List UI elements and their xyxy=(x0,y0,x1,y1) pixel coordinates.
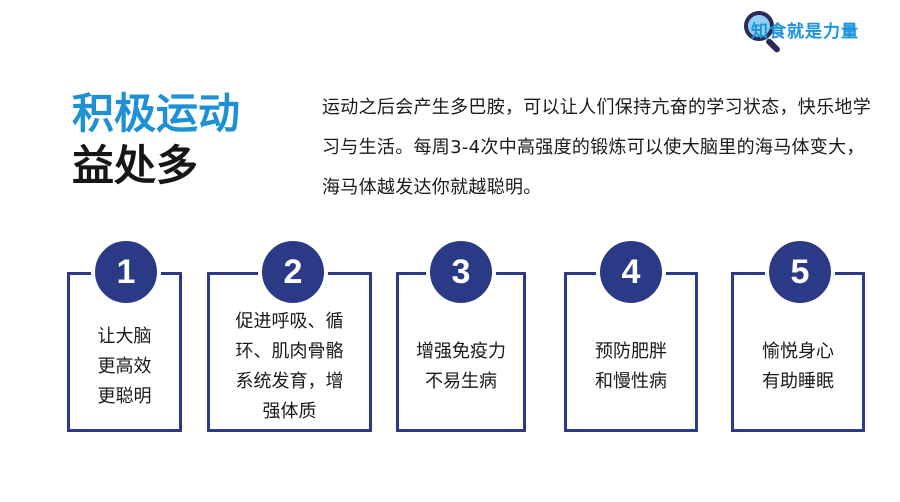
benefit-number-badge: 2 xyxy=(258,237,328,307)
benefit-text: 愉悦身心 有助睡眠 xyxy=(762,341,834,392)
benefit-text: 让大脑 更高效 更聪明 xyxy=(97,326,152,407)
title-line-1: 积极运动 xyxy=(72,89,241,138)
benefit-card-3: 增强免疫力 不易生病 xyxy=(396,272,526,432)
logo: 知食就是力量 xyxy=(738,6,888,56)
title-line-2: 益处多 xyxy=(72,141,199,190)
logo-text: 知食就是力量 xyxy=(751,22,859,42)
benefit-text: 促进呼吸、循 环、肌肉骨骼 系统发育，增 强体质 xyxy=(235,311,344,422)
magnifier-icon xyxy=(744,11,774,41)
benefit-text: 预防肥胖 和慢性病 xyxy=(595,341,667,392)
benefit-number-badge: 4 xyxy=(596,237,666,307)
benefit-number-badge: 1 xyxy=(91,237,161,307)
benefit-text: 增强免疫力 不易生病 xyxy=(416,341,506,392)
benefit-number-badge: 3 xyxy=(426,237,496,307)
benefit-number-badge: 5 xyxy=(765,237,835,307)
intro-paragraph: 运动之后会产生多巴胺，可以让人们保持亢奋的学习状态，快乐地学习与生活。每周3-4… xyxy=(322,97,871,198)
page-title: 积极运动 益处多 xyxy=(72,88,240,192)
